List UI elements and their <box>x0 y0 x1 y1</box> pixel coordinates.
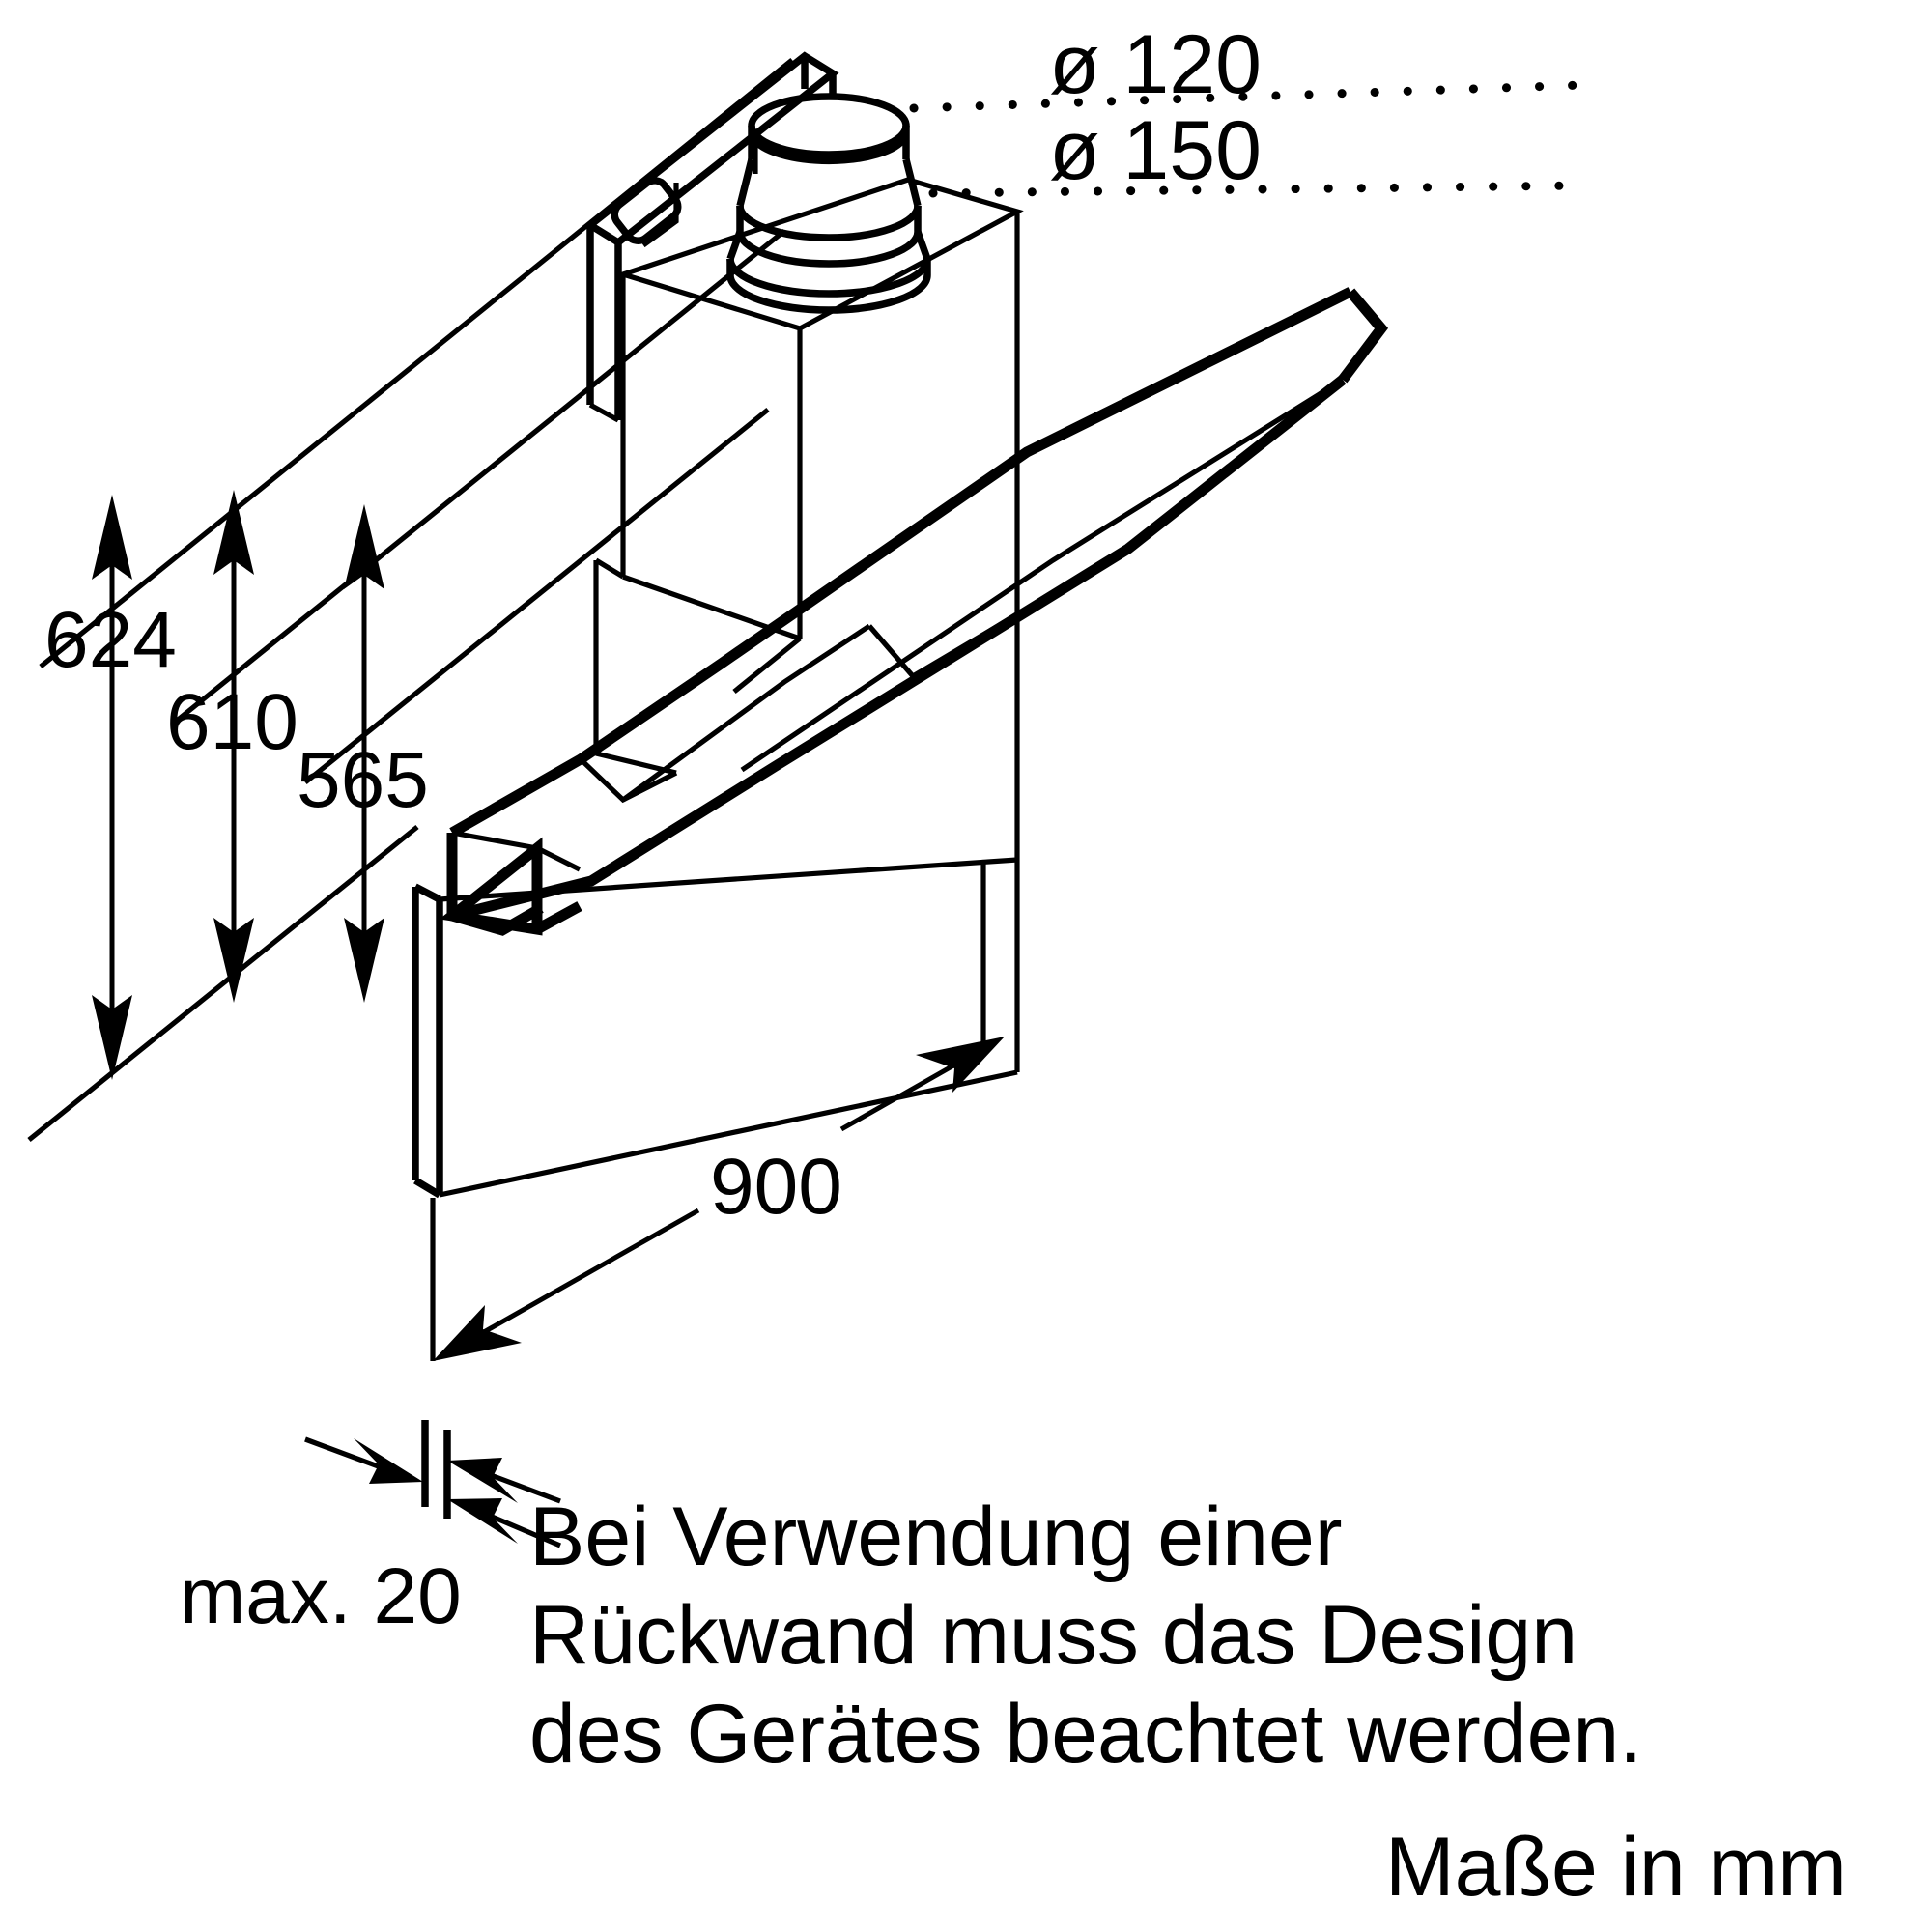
dimension-label-900: 900 <box>710 1143 842 1231</box>
note-line-2: Rückwand muss das Design <box>529 1589 1577 1682</box>
note-block: Bei Verwendung einer Rückwand muss das D… <box>529 1491 1642 1780</box>
dimension-label-610: 610 <box>166 678 298 766</box>
arrow-up-610 <box>213 490 254 575</box>
dimension-line-565 <box>344 504 384 1003</box>
dimension-label-max20: max. 20 <box>180 1552 462 1640</box>
arrow-right-900 <box>916 1037 1005 1093</box>
arrow-into-gap-left <box>354 1438 423 1484</box>
arrow-down-565 <box>344 918 384 1003</box>
height-dimension-group: 624 610 565 <box>44 490 429 1080</box>
note-line-1: Bei Verwendung einer <box>529 1491 1342 1583</box>
duct-label-150: ø 150 <box>1049 104 1262 197</box>
leader-dots-150 <box>928 181 1589 198</box>
note-line-3: des Gerätes beachtet werden. <box>529 1688 1642 1780</box>
dimension-line-624 <box>92 495 132 1080</box>
width-dimension-900 <box>430 860 1005 1361</box>
hood-shoulder <box>595 636 802 776</box>
hood-back-panel <box>412 463 1020 1199</box>
duct-adapter <box>726 93 931 314</box>
dimension-label-565: 565 <box>297 736 429 824</box>
arrow-left-900 <box>433 1305 522 1361</box>
wall-bracket <box>583 51 839 423</box>
hood-canopy <box>439 287 1389 936</box>
arrow-up-624 <box>92 495 132 580</box>
arrow-down-624 <box>92 995 132 1080</box>
duct-leader-lines <box>909 80 1589 198</box>
duct-label-120: ø 120 <box>1049 18 1262 111</box>
dimension-label-624: 624 <box>44 596 177 684</box>
arrow-into-gap-right <box>447 1458 518 1503</box>
dimension-line-610 <box>213 490 254 1003</box>
depth-dimension-max20 <box>304 1420 562 1548</box>
arrow-into-gap-right-2 <box>447 1498 518 1544</box>
leader-dots-120 <box>909 80 1589 113</box>
arrow-up-565 <box>344 504 384 589</box>
bracket-keyhole-slot <box>611 177 682 244</box>
units-note: Maße in mm <box>1385 1821 1847 1914</box>
arrow-down-610 <box>213 918 254 1003</box>
